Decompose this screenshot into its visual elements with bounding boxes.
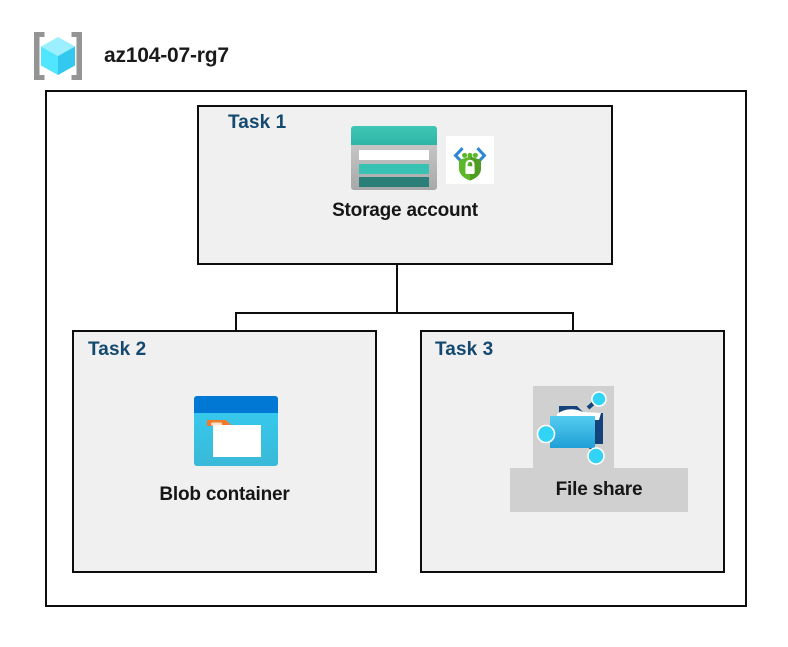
node-caption-storage-account: Storage account bbox=[332, 200, 478, 221]
node-caption-blob-container: Blob container bbox=[159, 484, 290, 505]
task-label-3: Task 3 bbox=[435, 339, 494, 360]
resource-group-header: az104-07-rg7 bbox=[30, 27, 350, 85]
file-share-icon bbox=[536, 391, 607, 465]
connector-trunk-vertical bbox=[396, 228, 398, 314]
node-caption-file-share: File share bbox=[510, 468, 688, 512]
connector-horizontal-bus bbox=[235, 312, 574, 314]
private-endpoint-icon bbox=[446, 136, 494, 184]
blob-container-icon bbox=[194, 396, 278, 466]
task-label-2: Task 2 bbox=[88, 339, 147, 360]
task-label-1: Task 1 bbox=[228, 112, 287, 133]
storage-account-icon bbox=[351, 126, 437, 190]
resource-group-icon bbox=[34, 32, 82, 80]
resource-group-title: az104-07-rg7 bbox=[104, 44, 229, 67]
